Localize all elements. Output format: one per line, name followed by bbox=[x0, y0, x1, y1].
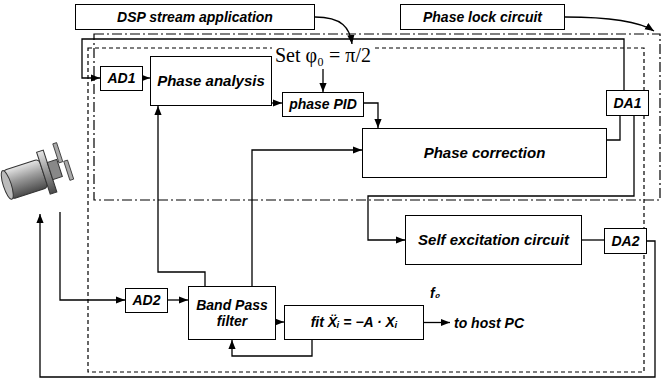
connector bbox=[158, 106, 205, 286]
output-arrow bbox=[424, 322, 450, 323]
converter-box: AD2 bbox=[125, 288, 168, 313]
sensor-signal-wire bbox=[60, 212, 125, 300]
process-box: Phase correction bbox=[362, 128, 607, 178]
node-text: Phase correction bbox=[424, 144, 546, 161]
output-label: to host PC bbox=[454, 315, 524, 331]
process-box: Self excitation circuit bbox=[405, 215, 582, 265]
leader-arrow bbox=[565, 17, 654, 31]
node-text: AD2 bbox=[132, 292, 160, 308]
dsp-region bbox=[88, 48, 644, 372]
connector bbox=[252, 150, 362, 286]
connector bbox=[582, 239, 604, 240]
connector bbox=[232, 340, 312, 356]
fit-box: fit Ẍᵢ = −A · Xᵢ bbox=[284, 305, 424, 340]
filter-box: Band Pass filter bbox=[188, 286, 276, 340]
node-text: Phase lock circuit bbox=[423, 9, 542, 25]
converter-box: AD1 bbox=[100, 66, 143, 91]
node-text: DSP stream application bbox=[117, 9, 273, 25]
region-label: DSP stream application bbox=[75, 4, 315, 30]
node-text: Phase analysis bbox=[157, 72, 265, 89]
process-box: Phase analysis bbox=[150, 56, 272, 106]
connector bbox=[364, 103, 378, 128]
node-text: AD1 bbox=[107, 70, 135, 86]
connector bbox=[168, 299, 188, 300]
leader-arrow bbox=[315, 17, 352, 44]
excitation-wire bbox=[40, 214, 655, 377]
setpoint-label: Set φ₀ = π/2 bbox=[272, 44, 374, 67]
converter-box: DA1 bbox=[606, 90, 649, 116]
node-text: DA1 bbox=[613, 95, 641, 111]
connector bbox=[143, 77, 150, 78]
connector bbox=[607, 116, 620, 140]
process-box: phase PID bbox=[282, 92, 364, 117]
cantilever-sensor bbox=[0, 141, 76, 207]
converter-box: DA2 bbox=[604, 228, 647, 254]
node-text: DA2 bbox=[611, 233, 639, 249]
node-text: phase PID bbox=[289, 96, 357, 112]
connector bbox=[272, 102, 282, 103]
phase-lock-region bbox=[94, 34, 660, 200]
node-text: fit Ẍᵢ = −A · Xᵢ bbox=[311, 314, 398, 330]
setpoint-arrow bbox=[322, 69, 323, 92]
connector bbox=[276, 321, 284, 322]
node-text: Band Pass filter bbox=[194, 297, 270, 329]
node-text: Self excitation circuit bbox=[418, 231, 569, 248]
output-label: f₀ bbox=[430, 285, 440, 301]
region-label: Phase lock circuit bbox=[400, 4, 565, 30]
